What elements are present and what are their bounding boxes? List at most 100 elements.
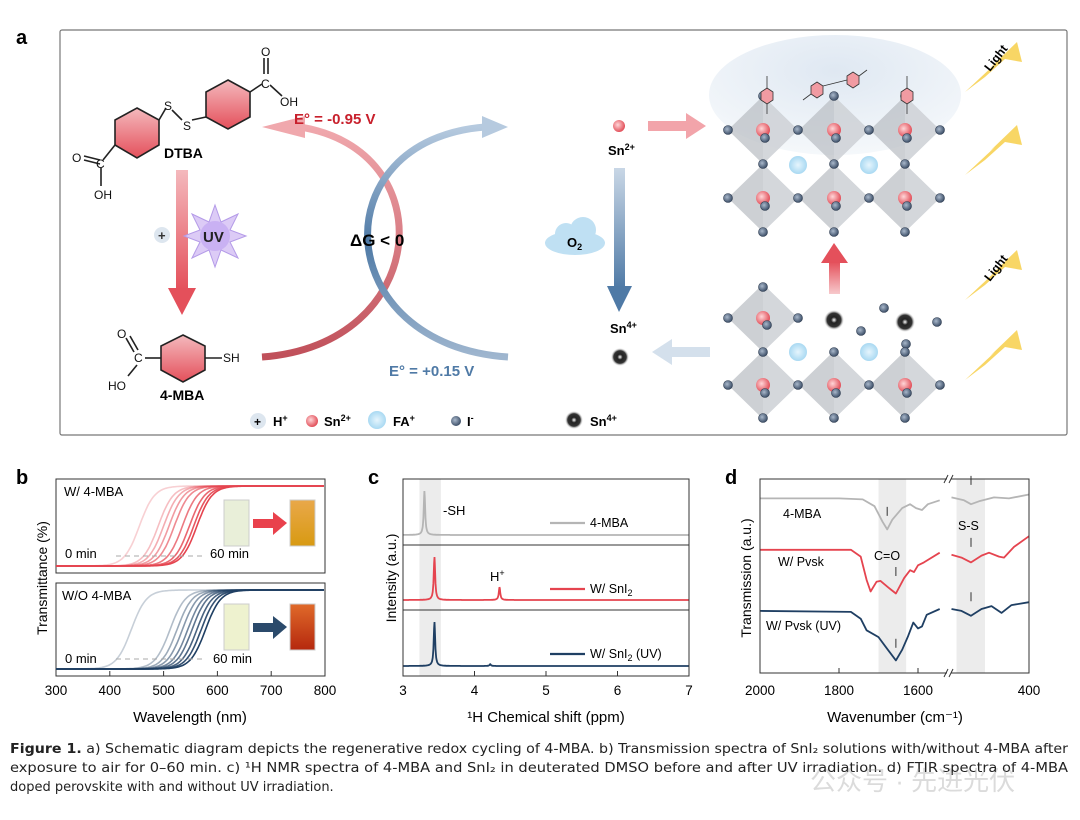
x-tick-label: 700 (260, 683, 283, 698)
benzene-ring (205, 79, 251, 130)
vial-after (289, 603, 316, 651)
iodide-ball (758, 347, 768, 357)
delta-g-label: ΔG < 0 (350, 231, 404, 250)
mba-molecule (125, 334, 222, 383)
iodide-ball (935, 193, 945, 203)
iodide-ball (760, 133, 770, 143)
x-tick-label: 4 (471, 683, 479, 698)
x-tick-label: 5 (542, 683, 550, 698)
ftir-spectrum (760, 497, 940, 531)
d-ylabel: Transmission (a.u.) (738, 518, 754, 637)
x-tick-label: 400 (1018, 683, 1041, 698)
iodide-ball (935, 380, 945, 390)
x-tick-label: 300 (45, 683, 68, 698)
iodide-ball (762, 320, 772, 330)
b-subplot-title: W/O 4-MBA (62, 588, 132, 603)
proton-icon (154, 227, 170, 243)
fa-ball (789, 343, 807, 361)
lightning-bolt-icon (965, 42, 1022, 92)
ftir-spectrum (759, 608, 941, 662)
benzene-ring (160, 334, 206, 383)
octahedron-face (905, 96, 940, 164)
figure-caption-line: Figure 1. a) Schematic diagram depicts t… (10, 742, 1069, 757)
iodide-ball (829, 159, 839, 169)
x-tick-label: 3 (399, 683, 407, 698)
iodide-ball (901, 339, 911, 349)
watermark: 公众号 · 先进光伏 (810, 766, 1015, 796)
iodide-ball (864, 125, 874, 135)
figure-caption-line: doped perovskite with and without UV irr… (10, 780, 334, 795)
b-end-label: 60 min (210, 546, 249, 561)
iodide-ball (902, 388, 912, 398)
iodide-ball (856, 326, 866, 336)
plot-frame (55, 478, 326, 574)
d-series-label: 4-MBA (783, 507, 822, 521)
x-tick-label: 600 (206, 683, 229, 698)
ftir-spectrum (951, 493, 1030, 506)
x-tick-label: 2000 (745, 683, 775, 698)
o2-cloud-icon: O2 (545, 217, 605, 255)
sn2-to-lattice-arrow (648, 121, 688, 131)
lightning-bolt-icon (965, 125, 1022, 175)
lattice-to-sn4-arrow (670, 347, 710, 357)
sn4-ball (611, 348, 629, 366)
mba-label: 4-MBA (160, 387, 204, 403)
sn2-to-lattice-arrow-head (686, 113, 706, 139)
svg-text:O2: O2 (567, 235, 582, 252)
benzene-ring (114, 107, 160, 159)
iodide-ball (831, 201, 841, 211)
iodide-ball (829, 91, 839, 101)
caption-label: Figure 1. (10, 742, 82, 757)
legend-label: I- (467, 413, 474, 429)
panel-c-chart: 3 4 5 6 7 (399, 478, 693, 698)
sn2-label: Sn2+ (608, 142, 635, 158)
atom-oh: OH (94, 188, 112, 202)
octahedron-face (834, 351, 869, 419)
plot-frame (759, 478, 947, 674)
oxidation-arrow-shaft (614, 168, 625, 288)
regeneration-arrow-head (821, 243, 848, 263)
iodide-ball (723, 380, 733, 390)
panel-d-chart: 2000 1800 1600 400 (745, 474, 1041, 698)
uv-arrow-head (168, 288, 196, 315)
fa-ball-icon (368, 411, 386, 429)
d-co-annotation: C=O (874, 549, 900, 563)
iodide-ball-icon (451, 416, 461, 426)
x-tick-label: 7 (685, 683, 693, 698)
reduction-arrow-head (262, 116, 305, 138)
plot-frame (951, 478, 1030, 674)
sn4-label: Sn4+ (610, 320, 637, 336)
x-tick-label: 1600 (903, 683, 933, 698)
iodide-ball (793, 125, 803, 135)
octahedron-face (834, 96, 869, 164)
axis-break-icon (943, 668, 949, 678)
x-tick-label: 1800 (824, 683, 854, 698)
iodide-ball (935, 125, 945, 135)
panel-label-a: a (16, 27, 28, 49)
atom-s: S (164, 99, 172, 113)
ftir-spectrum (951, 535, 1030, 564)
reduction-arc (261, 123, 403, 361)
panel-label-d: d (725, 467, 737, 489)
legend-label: Sn2+ (324, 413, 351, 429)
color-change-arrow (253, 519, 275, 528)
ftir-spectrum (951, 601, 1030, 617)
atom-c: C (134, 351, 143, 365)
proton-plus: + (254, 415, 261, 429)
iodide-ball (829, 227, 839, 237)
lightning-bolt-icon (965, 250, 1022, 300)
sn2-ball-icon (306, 415, 318, 427)
atom-c: C (261, 77, 270, 91)
x-tick-label: 6 (614, 683, 622, 698)
d-series-label: W/ Pvsk (UV) (766, 619, 841, 633)
oxidation-arc (364, 123, 509, 361)
d-ss-annotation: S-S (958, 519, 979, 533)
fa-ball (860, 156, 878, 174)
iodide-ball (864, 193, 874, 203)
iodide-ball (900, 413, 910, 423)
light-label: Light (981, 252, 1010, 284)
octahedron-face (905, 164, 940, 232)
iodide-ball (760, 388, 770, 398)
